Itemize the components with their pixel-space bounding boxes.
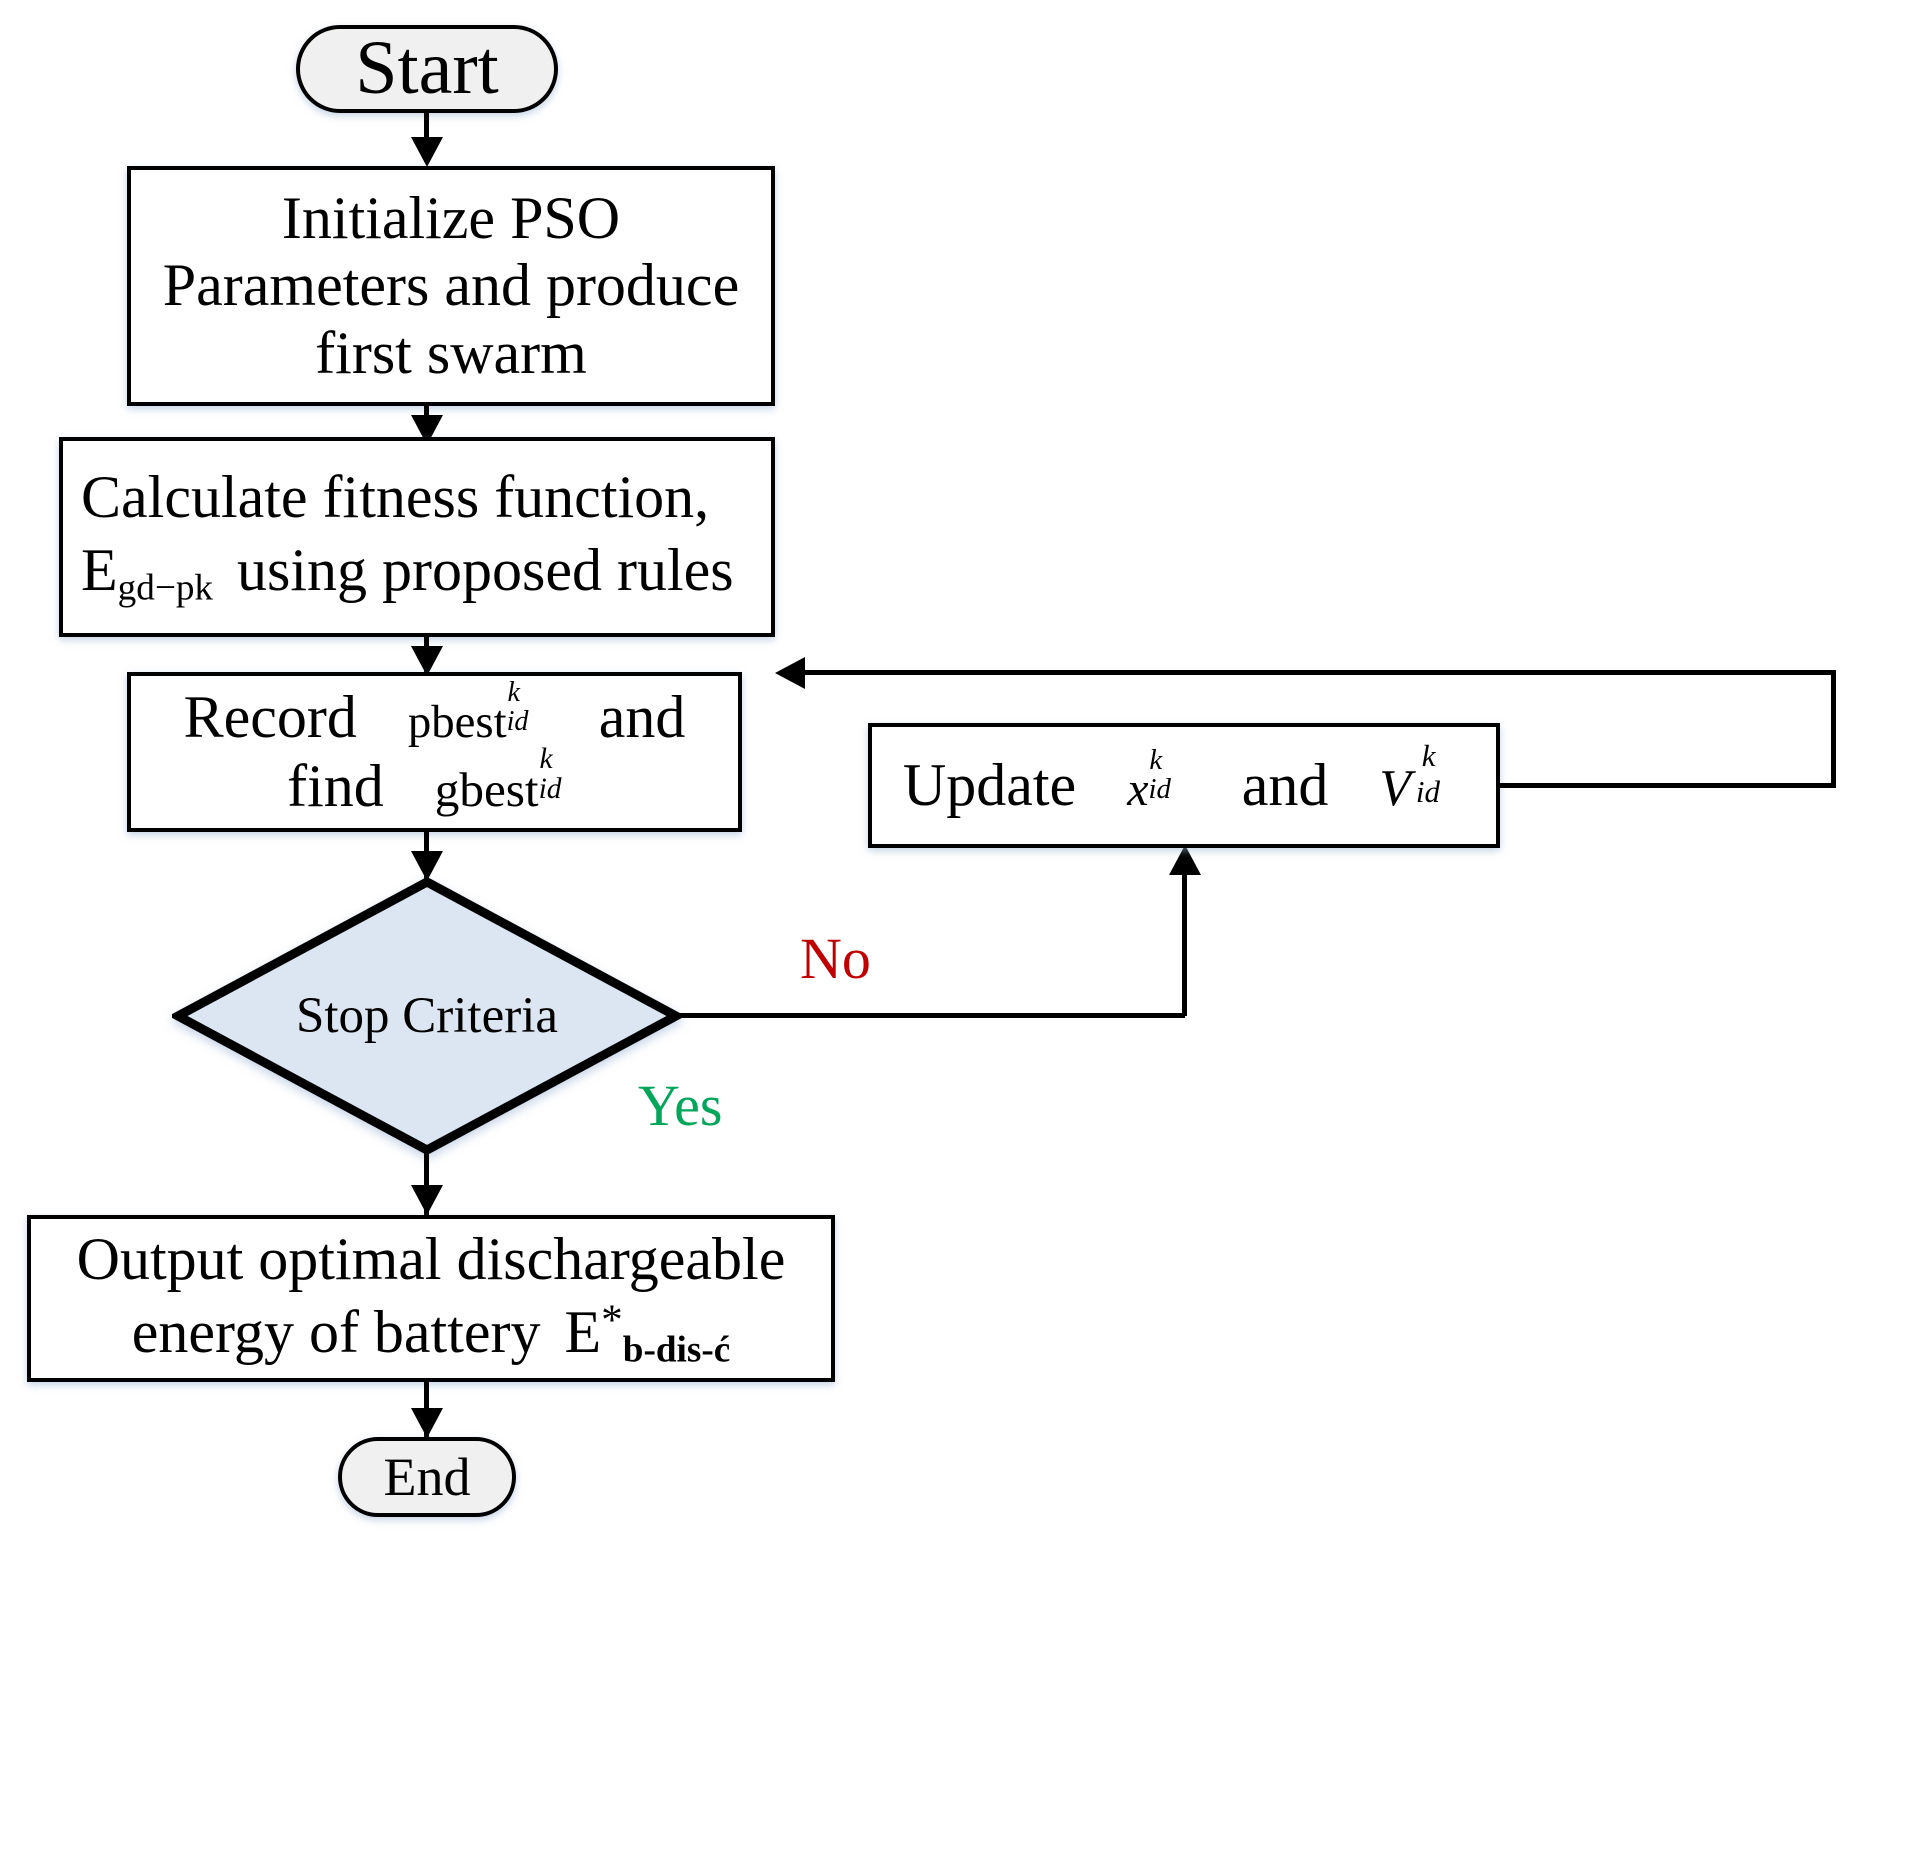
node-initialize[interactable]: Initialize PSO Parameters and produce fi…	[127, 166, 775, 406]
edge-update-to-calculate-arrow	[775, 657, 805, 689]
node-initialize-line1: Initialize PSO	[281, 185, 621, 252]
node-initialize-line3: first swarm	[315, 319, 587, 386]
edge-update-to-calculate-hline-return	[790, 670, 1836, 675]
node-end[interactable]: End	[338, 1437, 516, 1517]
edge-record-to-decision-arrow	[411, 851, 443, 881]
edge-decision-to-update-hline	[679, 1013, 1185, 1018]
edge-output-to-end-arrow	[411, 1408, 443, 1438]
node-output-line2-head: energy of battery	[131, 1299, 541, 1365]
node-calculate-line1: Calculate fitness function,	[81, 464, 710, 531]
node-record-word-find: find	[287, 753, 384, 819]
node-calculate-symbol-base: E	[81, 537, 118, 604]
edge-start-to-initialize-arrow	[411, 137, 443, 167]
node-record-word-record: Record	[183, 683, 357, 750]
node-calculate-line2: Egd−pk using proposed rules	[81, 537, 761, 609]
node-calculate-line2-tail: using proposed rules	[237, 537, 734, 604]
node-decision[interactable]: Stop Criteria	[172, 876, 682, 1156]
node-calculate[interactable]: Calculate fitness function, Egd−pk using …	[59, 437, 775, 637]
node-update-word-and: and	[1241, 751, 1329, 818]
edge-decision-to-output-line	[424, 1152, 429, 1217]
edge-label-no: No	[800, 926, 871, 991]
edge-calculate-to-record-arrow	[411, 646, 443, 676]
node-decision-label: Stop Criteria	[295, 988, 559, 1044]
edge-update-to-calculate-hline-top	[1496, 783, 1836, 788]
decision-shape	[172, 876, 682, 1156]
node-start[interactable]: Start	[296, 25, 558, 113]
node-update-word: Update	[902, 751, 1077, 818]
node-output[interactable]: Output optimal dischargeable energy of b…	[27, 1215, 835, 1382]
node-calculate-symbol-sub: gd−pk	[117, 568, 214, 610]
node-end-label: End	[383, 1446, 471, 1507]
node-record-word-and: and	[598, 683, 686, 750]
node-output-line1: Output optimal dischargeable	[76, 1225, 786, 1292]
edge-decision-to-output-arrow	[411, 1185, 443, 1215]
edge-decision-to-update-vline	[1182, 860, 1187, 1016]
edge-update-to-calculate-vline	[1831, 672, 1836, 787]
edge-decision-to-update-arrow	[1169, 845, 1201, 875]
node-initialize-line2: Parameters and produce	[162, 252, 740, 319]
node-output-line2: energy of battery E*b-dis-ć	[41, 1297, 821, 1371]
edge-label-yes: Yes	[638, 1073, 723, 1138]
node-start-label: Start	[355, 26, 499, 111]
node-output-symbol: E*b-dis-ć	[564, 1296, 731, 1371]
